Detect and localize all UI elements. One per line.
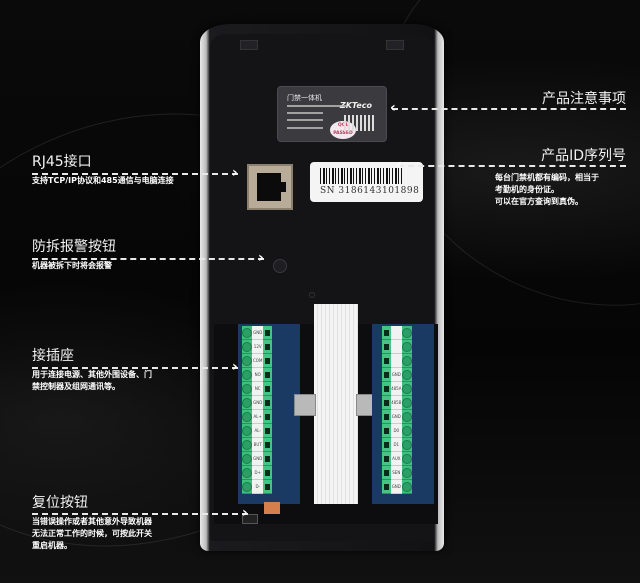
serial-number: SN 3186143101898 [320,186,420,196]
terminal-pin[interactable]: NO [242,368,272,382]
terminal-pin[interactable]: D- [242,480,272,494]
rj45-tab [280,182,286,192]
device-clip [386,40,404,50]
screw-hole [309,292,315,298]
rj45-socket [257,173,281,201]
access-control-device: 门禁一体机 ZKTeco QC1 PASSED SN 3186143101898 [200,24,444,551]
terminal-pin[interactable] [382,340,412,354]
pcb-left: GND 12V COM NO NC GND AL+ AL- BUT GND D+… [238,324,300,504]
annotation-desc: 每台门禁机都有编码，相当于 [495,173,599,182]
annotation-id-desc: 每台门禁机都有编码，相当于 考勤机的身份证。 可以在官方查询到真伪。 [495,172,599,208]
annotation-title: RJ45接口 [32,154,92,170]
terminal-pin[interactable]: 12V [242,340,272,354]
terminal-pin[interactable]: D0 [382,424,412,438]
terminal-pin[interactable]: 485B [382,396,412,410]
annotation-title: 复位按钮 [32,495,88,511]
annotation-desc: 无法正常工作的时候，可按此开关 [32,529,152,538]
device-clip [240,40,258,50]
barcode-icon [320,168,402,184]
arrow-right-icon: › [258,250,264,266]
annotation-desc: 可以在官方查询到真伪。 [495,197,583,206]
terminal-pin[interactable]: GND [242,452,272,466]
leader-line [32,367,238,369]
annotation-title: 防拆报警按钮 [32,239,116,255]
terminal-pin[interactable]: NC [242,382,272,396]
label-text-line [287,105,347,107]
arrow-right-icon: › [232,165,238,181]
terminal-pin[interactable]: 485A [382,382,412,396]
mount-bracket [294,394,316,416]
serial-number-label: SN 3186143101898 [310,162,423,202]
terminal-pin[interactable]: COM [242,354,272,368]
arrow-right-icon: › [242,505,248,521]
terminal-block-right: GND 485A 485B GND D0 D1 AUX SEN GND [382,326,412,494]
terminal-pin[interactable]: GND [382,480,412,494]
terminal-pin[interactable]: BUT [242,438,272,452]
terminal-pin[interactable]: AL- [242,424,272,438]
terminal-pin[interactable]: D1 [382,438,412,452]
annotation-desc: 用于连接电源、其他外围设备、门 [32,370,152,379]
annotation-id: 产品ID序列号 [541,147,626,165]
label-text-line [287,127,323,129]
arrow-left-icon: ‹ [396,157,402,173]
annotation-desc: 当错误操作或者其他意外导致机器 [32,517,152,526]
label-text-line [287,112,323,114]
terminal-pin[interactable]: AL+ [242,410,272,424]
tamper-button[interactable] [273,259,287,273]
terminal-pin[interactable]: SEN [382,466,412,480]
terminal-pin[interactable]: D+ [242,466,272,480]
terminal-pin[interactable]: AUX [382,452,412,466]
pcb-right: GND 485A 485B GND D0 D1 AUX SEN GND [372,324,434,504]
annotation-title: 产品注意事项 [542,91,626,107]
terminal-pin[interactable]: GND [382,410,412,424]
ribbon-cable [314,304,358,504]
brand-logo: ZKTeco [339,101,372,110]
annotation-notice: 产品注意事项 [542,90,626,108]
annotation-desc: 机器被拆下时将会报警 [32,261,112,270]
annotation-title: 产品ID序列号 [541,148,626,164]
annotation-title: 接插座 [32,348,74,364]
terminal-block-left: GND 12V COM NO NC GND AL+ AL- BUT GND D+… [242,326,272,494]
annotation-terminal: 接插座 用于连接电源、其他外围设备、门 禁控制器及组网通讯等。 [32,347,152,393]
terminal-pin[interactable]: GND [242,396,272,410]
annotation-desc: 支持TCP/IP协议和485通信与电脑连接 [32,176,174,185]
annotation-tamper: 防拆报警按钮 机器被拆下时将会报警 [32,238,116,272]
annotation-rj45: RJ45接口 支持TCP/IP协议和485通信与电脑连接 [32,153,174,187]
product-notice-label: 门禁一体机 ZKTeco QC1 PASSED [277,86,387,142]
device-back-panel: 门禁一体机 ZKTeco QC1 PASSED SN 3186143101898 [210,34,438,541]
arrow-left-icon: ‹ [390,100,396,116]
annotation-desc: 重启机器。 [32,541,72,550]
label-text-line [287,119,323,121]
terminal-pin[interactable]: GND [242,326,272,340]
leader-line [392,108,626,110]
wiring-compartment: GND 12V COM NO NC GND AL+ AL- BUT GND D+… [214,304,438,524]
power-connector [264,502,280,514]
leader-line [32,173,238,175]
leader-line [32,513,248,515]
rj45-port[interactable] [247,164,293,210]
label-barcode [344,115,374,131]
annotation-desc: 禁控制器及组网通讯等。 [32,382,120,391]
terminal-pin[interactable]: GND [382,368,412,382]
reset-button[interactable] [242,514,258,524]
leader-line [32,258,264,260]
annotation-reset: 复位按钮 当错误操作或者其他意外导致机器 无法正常工作的时候，可按此开关 重启机… [32,494,152,552]
terminal-pin[interactable] [382,354,412,368]
label-title: 门禁一体机 [287,94,322,102]
leader-line [398,165,626,167]
annotation-desc: 考勤机的身份证。 [495,185,559,194]
terminal-pin[interactable] [382,326,412,340]
arrow-right-icon: › [232,359,238,375]
